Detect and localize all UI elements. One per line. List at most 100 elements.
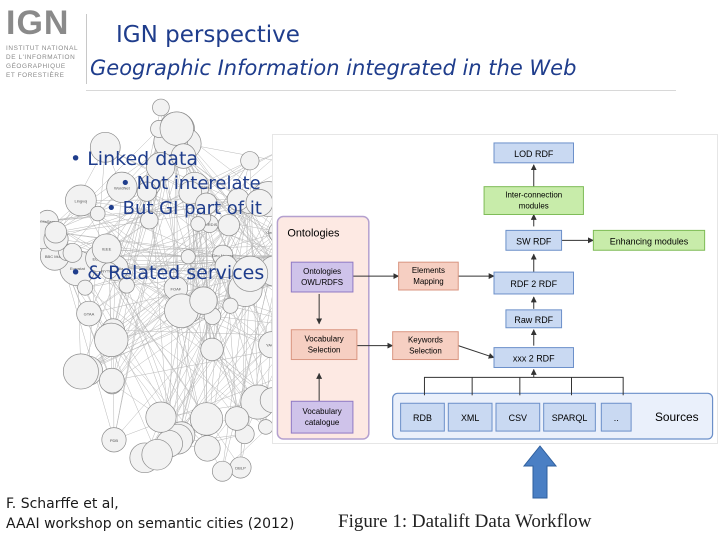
- figure-caption: Figure 1: Datalift Data Workflow: [338, 511, 592, 532]
- lod-node: [89, 131, 121, 163]
- vocab-catalogue-label: catalogue: [305, 418, 340, 427]
- source-item-label: XML: [461, 413, 479, 423]
- keyword-selection-label: Selection: [409, 347, 442, 356]
- ontologies-owl-label: Ontologies: [303, 267, 341, 276]
- logo-lines: INSTITUT NATIONAL DE L'INFORMATION GÉOGR…: [6, 44, 82, 80]
- up-arrow-icon: [522, 445, 558, 499]
- slide-subtitle: Geographic Information integrated in the…: [90, 56, 577, 80]
- lod-node: [159, 111, 194, 146]
- lod-node: [44, 221, 67, 244]
- lod-rdf-label: LOD RDF: [514, 149, 554, 159]
- lod-node: [224, 406, 250, 431]
- lod-node: [152, 98, 170, 117]
- source-item-box: [447, 402, 493, 432]
- lod-node: [240, 151, 260, 171]
- logo-mark: IGN: [6, 4, 70, 42]
- lod-node: [194, 435, 221, 462]
- lod-node: [145, 401, 177, 433]
- lod-node-label: PDB: [110, 438, 119, 443]
- lod-node-label: WordNet: [114, 185, 131, 190]
- source-item-label: RDB: [413, 413, 432, 423]
- vocab-catalogue-box: [290, 400, 354, 434]
- lod-node-label: CORDIS: [202, 222, 218, 227]
- logo-line: GÉOGRAPHIQUE: [6, 63, 66, 70]
- ontologies-label: Ontologies: [287, 227, 340, 239]
- interconnection-label: Inter-connection: [505, 191, 562, 200]
- lod-node: [146, 152, 176, 182]
- vocab-selection-box: [290, 329, 358, 361]
- lod-node: [195, 192, 218, 215]
- lod-node: [222, 297, 239, 314]
- logo-separator: [86, 14, 87, 84]
- lod-node: [200, 337, 224, 362]
- lod-node: [141, 439, 173, 471]
- lod-node: [101, 427, 127, 453]
- lod-node-label: FOAF: [171, 286, 182, 291]
- sw-rdf-box: [505, 229, 563, 251]
- lod-node: [65, 184, 97, 217]
- raw-rdf-box: [505, 309, 563, 329]
- lod-node-label: CiteSeer: [40, 219, 56, 224]
- lod-node: [99, 367, 125, 394]
- datalift-workflow-diagram: Ontologies LOD RDF Inter-connection modu…: [272, 134, 718, 444]
- sw-rdf-label: SW RDF: [516, 236, 552, 246]
- logo-line: DE L'INFORMATION: [6, 54, 76, 61]
- lod-node: [118, 277, 135, 294]
- lod-node: [189, 286, 218, 315]
- ign-logo: IGN INSTITUT NATIONAL DE L'INFORMATION G…: [6, 6, 82, 90]
- source-item-box: [400, 402, 445, 432]
- keyword-selection-box: [392, 331, 459, 361]
- citation-venue: AAAI workshop on semantic cities (2012): [6, 516, 295, 532]
- source-item-box: [543, 402, 596, 432]
- lod-node: [62, 243, 83, 263]
- lod-node: [180, 249, 196, 265]
- lod-node: [189, 402, 224, 436]
- bullet-gi-part: •But GI part of it: [106, 198, 262, 219]
- vocab-catalogue-label: Vocabulary: [302, 407, 341, 416]
- elements-mapping-label: Mapping: [413, 277, 443, 286]
- lod-node: [178, 180, 203, 205]
- bullet-related-services: •& Related services: [70, 262, 265, 284]
- enhancing-box: [592, 229, 706, 251]
- lod-node: [140, 211, 159, 230]
- source-item-box: [495, 402, 541, 432]
- citation-authors: F. Scharffe et al,: [6, 496, 119, 512]
- sources-label: Sources: [655, 410, 699, 424]
- lod-node-label: NYTimes: [101, 269, 117, 274]
- lod-node: [211, 460, 233, 482]
- header-rule: [86, 90, 676, 91]
- lod-node: [76, 300, 102, 327]
- lod-node-label: BBC Music: [45, 254, 65, 259]
- lod-node: [170, 143, 197, 169]
- lod-node-label: DBLP: [235, 466, 246, 471]
- logo-line: ET FORESTIÈRE: [6, 72, 65, 79]
- lod-node: [90, 205, 106, 222]
- vocab-selection-label: Selection: [308, 346, 341, 355]
- elements-mapping-box: [398, 261, 459, 291]
- bullet-linked-data: •Linked data: [70, 148, 199, 170]
- lod-node-label: Eurostat: [70, 266, 86, 271]
- lod-node: [258, 419, 274, 435]
- interconnection-box: [483, 186, 584, 215]
- logo-line: INSTITUT NATIONAL: [6, 45, 79, 52]
- source-item-box: [600, 402, 632, 432]
- keyword-selection-label: Keywords: [408, 336, 443, 345]
- enhancing-label: Enhancing modules: [610, 236, 689, 246]
- lod-node: [94, 322, 129, 358]
- lod-node: [190, 216, 206, 232]
- vocab-selection-label: Vocabulary: [304, 335, 343, 344]
- elements-mapping-label: Elements: [412, 266, 445, 275]
- lod-node: [62, 353, 99, 390]
- ontologies-owl-label: OWL/RDFS: [301, 278, 343, 287]
- xxx2rdf-label: xxx 2 RDF: [513, 354, 555, 364]
- lod-rdf-box: [493, 142, 574, 164]
- ontologies-owl-box: [290, 261, 354, 293]
- bullet-not-interrelated: •Not interelate: [120, 173, 261, 194]
- rdf2rdf-label: RDF 2 RDF: [510, 279, 557, 289]
- lod-node-label: GTAA: [84, 312, 95, 317]
- source-item-label: SPARQL: [552, 413, 588, 423]
- citation: F. Scharffe et al, AAAI workshop on sema…: [6, 494, 294, 534]
- lod-node: [217, 214, 240, 237]
- xxx2rdf-box: [493, 347, 574, 368]
- lod-node: [136, 181, 157, 202]
